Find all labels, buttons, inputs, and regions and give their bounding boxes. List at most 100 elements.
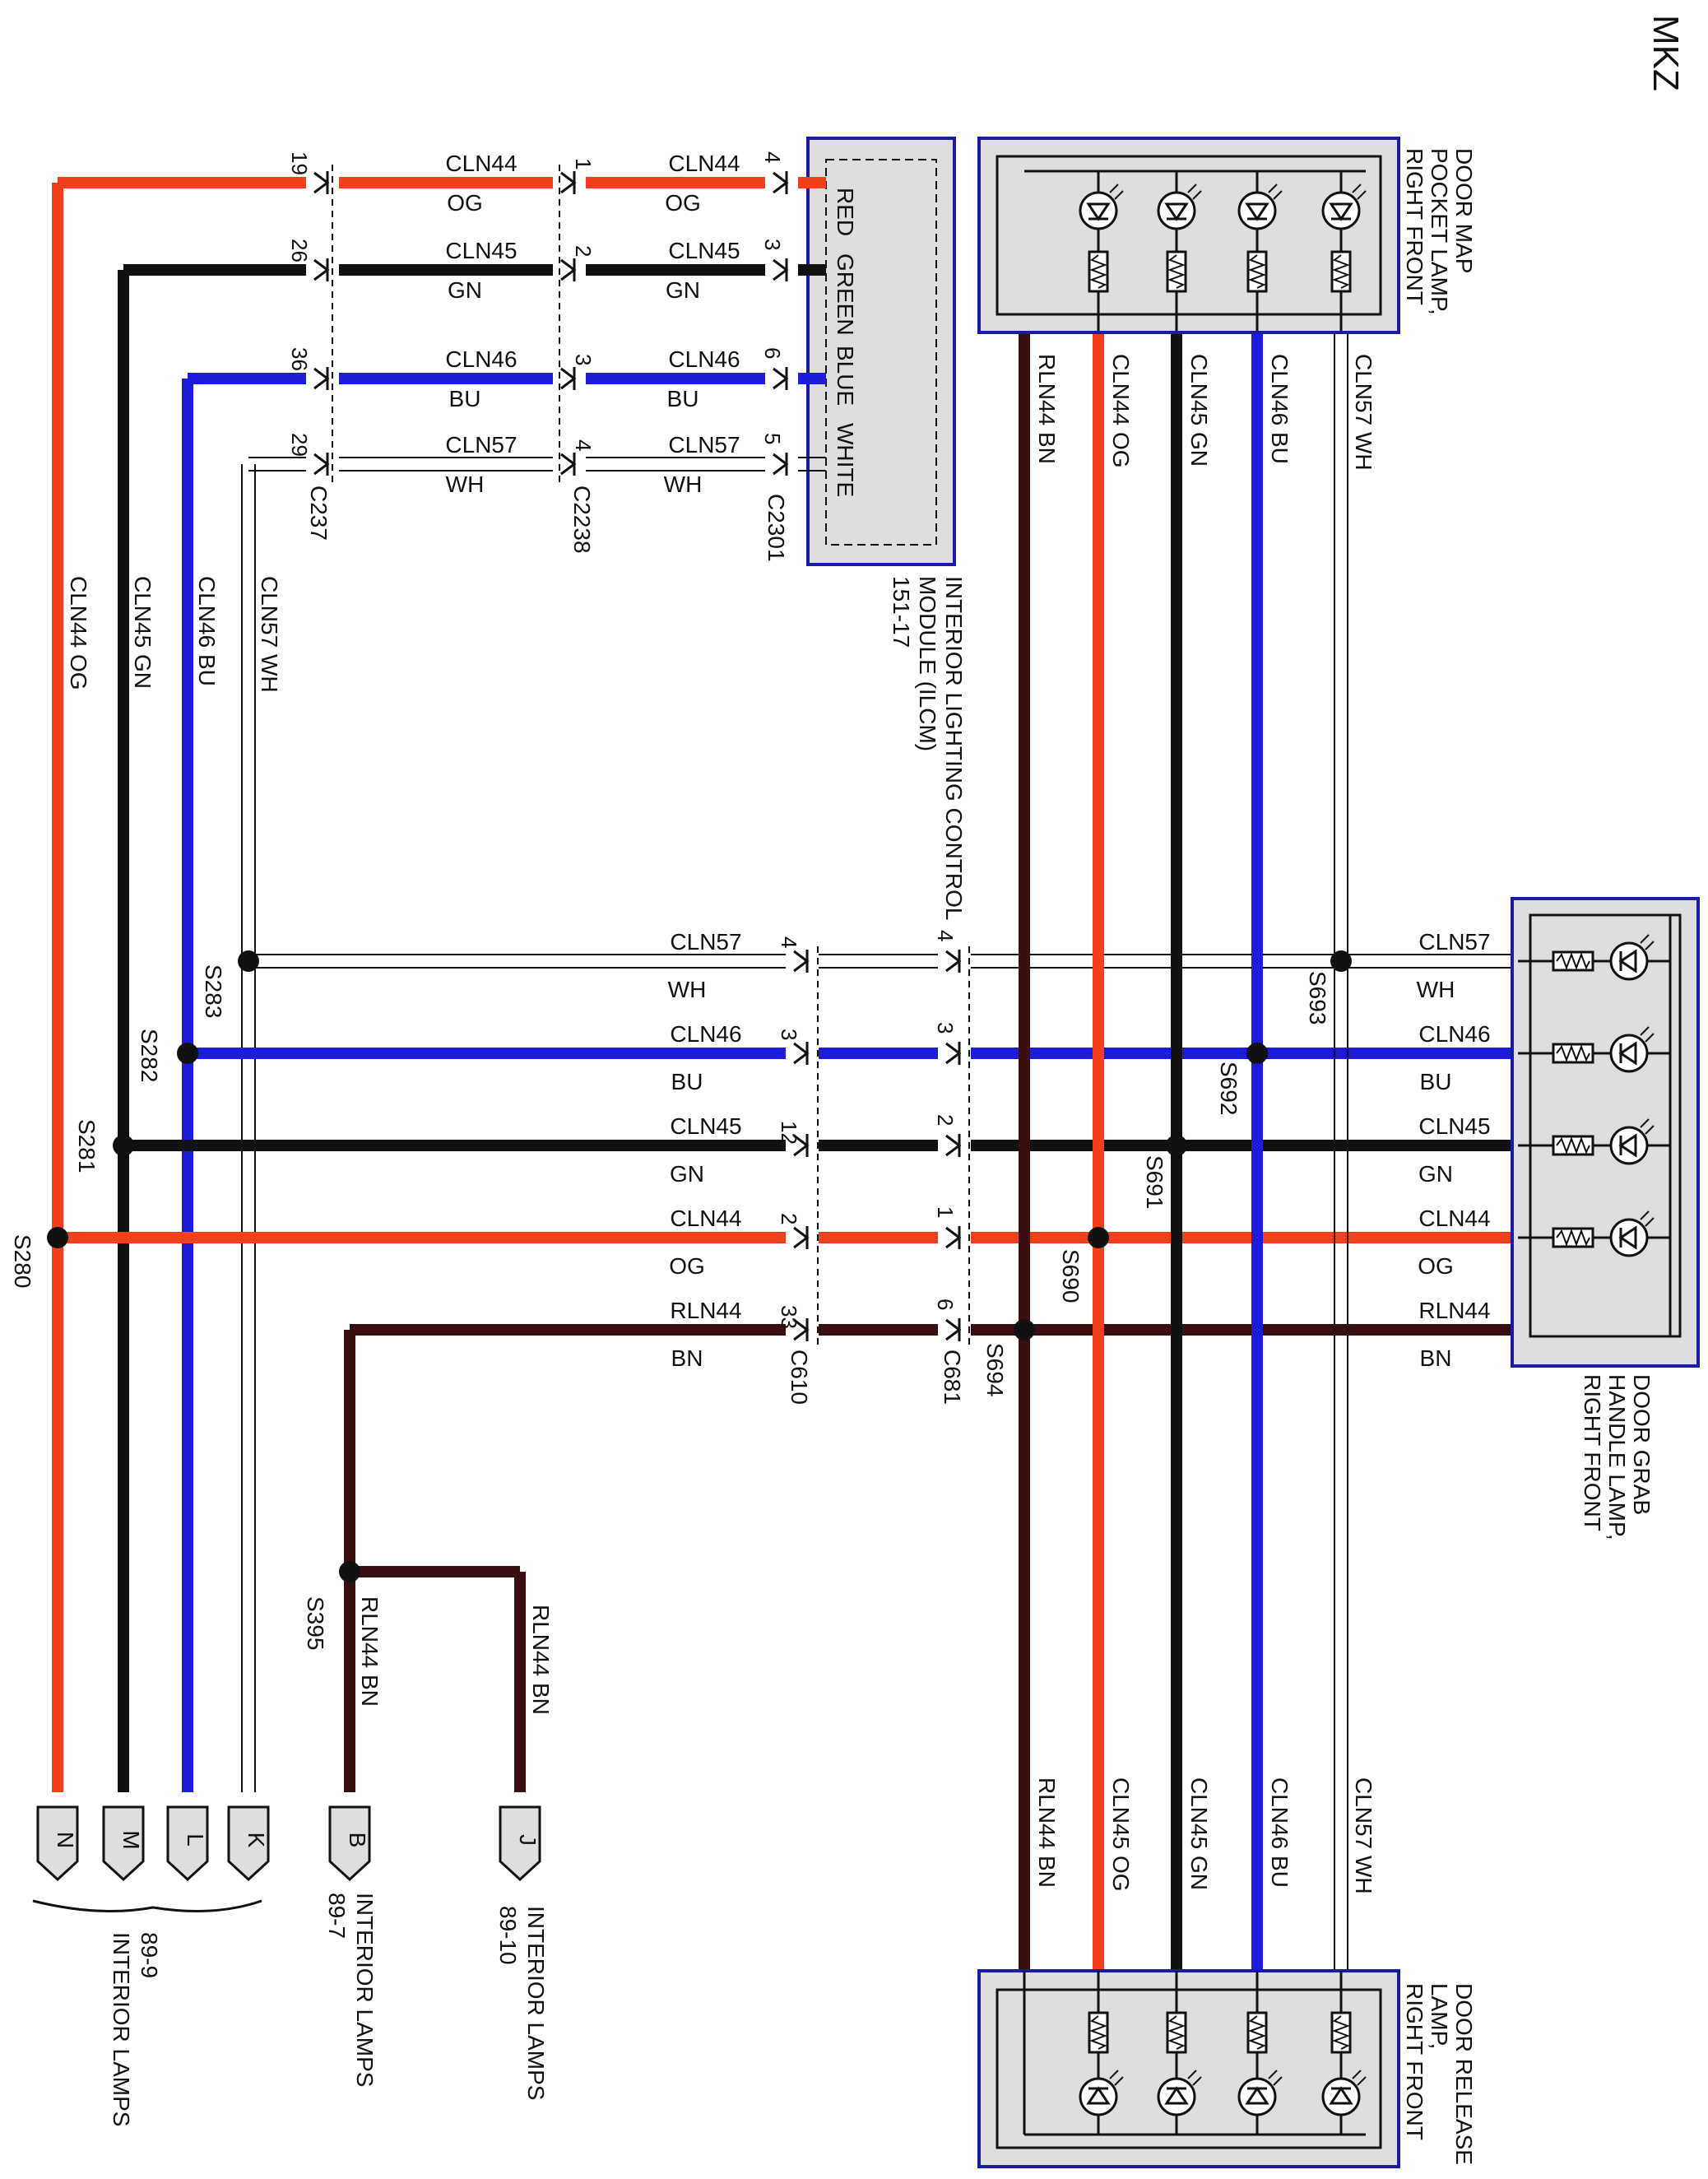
left-splice-dot bbox=[113, 1135, 134, 1156]
connector-c2238: C2238 bbox=[569, 486, 595, 554]
top-wire-segment bbox=[248, 457, 306, 472]
led-rays bbox=[1640, 1026, 1655, 1043]
c237-pin-number: 29 bbox=[287, 433, 312, 457]
led-symbol bbox=[1321, 2070, 1367, 2116]
led-rays bbox=[1640, 1210, 1655, 1227]
led-diode bbox=[1245, 2086, 1269, 2105]
led-rays bbox=[1640, 1118, 1655, 1135]
c2238-pin bbox=[553, 171, 586, 194]
led-diode bbox=[1618, 1133, 1637, 1158]
c2238-pin bbox=[553, 258, 586, 281]
led-diode bbox=[1329, 202, 1353, 221]
middle-circuit-label: RLN44 bbox=[670, 1298, 741, 1323]
c2301-pin-number: 5 bbox=[760, 433, 785, 444]
c681-pin-number: 6 bbox=[933, 1299, 958, 1310]
c681-pin-number: 4 bbox=[933, 930, 958, 941]
led-diode bbox=[1618, 1225, 1637, 1250]
c2301-pin bbox=[765, 453, 798, 476]
resistor-symbol bbox=[1552, 1135, 1594, 1156]
led-symbol bbox=[1609, 1026, 1655, 1073]
led-body bbox=[1237, 2077, 1277, 2116]
c610-pin bbox=[786, 1226, 819, 1249]
c681-pin-number: 2 bbox=[933, 1114, 958, 1126]
ilcm-pin-label: GREEN bbox=[833, 253, 858, 336]
c610-pin-number: 3 bbox=[777, 1029, 801, 1040]
led-diode bbox=[1618, 1041, 1637, 1066]
c237-pin bbox=[306, 171, 339, 194]
door-map-module-name: DOOR MAPPOCKET LAMP,RIGHT FRONT bbox=[1402, 148, 1477, 315]
middle-color-label: BN bbox=[671, 1345, 703, 1371]
label-line: LAMP, bbox=[1427, 1983, 1452, 2049]
door-grab-module-name: DOOR GRABHANDLE LAMP,RIGHT FRONT bbox=[1580, 1374, 1655, 1540]
c237-pin-number: 19 bbox=[287, 151, 312, 175]
terminal-shape bbox=[166, 1805, 209, 1882]
led-body bbox=[1079, 2077, 1118, 2116]
door-grab-module-name: DOOR GRABHANDLE LAMP,RIGHT FRONT bbox=[1580, 1374, 1655, 1540]
pin-gap bbox=[306, 260, 339, 280]
label-line: 89-9 bbox=[137, 1932, 162, 1978]
led-symbol bbox=[1237, 184, 1283, 230]
vertical-run-label: RLN44 BN bbox=[1034, 354, 1060, 464]
resistor-symbol bbox=[1330, 2011, 1352, 2054]
led-symbol bbox=[1157, 2070, 1202, 2116]
middle-wire-left bbox=[248, 954, 786, 969]
left-run-label: CLN45 GN bbox=[130, 576, 155, 689]
ilcm-pin-label: WHITE bbox=[833, 423, 858, 497]
resistor-zigzag bbox=[1556, 1229, 1590, 1247]
top-color-label: WH bbox=[664, 472, 703, 497]
led-symbol bbox=[1609, 934, 1655, 981]
resistor-zigzag bbox=[1089, 2015, 1107, 2050]
destination-label: 89-9INTERIOR LAMPS bbox=[109, 1932, 162, 2126]
led-body bbox=[1609, 941, 1649, 981]
label-line: RIGHT FRONT bbox=[1402, 148, 1427, 305]
resistor-symbol bbox=[1166, 250, 1187, 293]
top-circuit-label: CLN44 bbox=[668, 151, 740, 176]
c2238-pin-number: 1 bbox=[571, 158, 596, 170]
top-color-label: OG bbox=[665, 190, 701, 216]
led-symbol bbox=[1079, 2070, 1124, 2116]
right-circuit-label: CLN45 bbox=[1418, 1113, 1490, 1139]
label-line: 89-7 bbox=[324, 1893, 350, 1939]
right-color-label: WH bbox=[1417, 977, 1455, 1002]
terminal-J: J bbox=[499, 1805, 541, 1882]
c2238-pin bbox=[553, 367, 586, 390]
ilcm-pin-label: BLUE bbox=[833, 346, 858, 406]
left-splice-label: S280 bbox=[10, 1234, 35, 1288]
right-color-label: GN bbox=[1418, 1161, 1453, 1187]
led-diode bbox=[1086, 2086, 1111, 2105]
terminal-letter: M bbox=[118, 1830, 144, 1849]
top-wire-segment bbox=[586, 457, 765, 472]
led-symbol bbox=[1321, 184, 1367, 230]
vertical-run-label: CLN44 OG bbox=[1108, 354, 1134, 468]
led-rays bbox=[1352, 184, 1367, 200]
resistor-zigzag bbox=[1332, 2015, 1350, 2050]
led-body bbox=[1237, 191, 1277, 230]
led-body bbox=[1609, 1034, 1649, 1073]
pin-gap bbox=[553, 260, 586, 280]
c2301-pin-number: 3 bbox=[760, 239, 785, 250]
label-line: RIGHT FRONT bbox=[1580, 1374, 1605, 1531]
led-diode bbox=[1329, 2086, 1353, 2105]
c610-pin-number: 12 bbox=[777, 1121, 801, 1145]
top-color-label: WH bbox=[446, 472, 485, 497]
door-release-module-name: DOOR RELEASELAMP,RIGHT FRONT bbox=[1402, 1983, 1477, 2165]
top-color-label: OG bbox=[447, 190, 483, 216]
middle-color-label: GN bbox=[670, 1161, 704, 1187]
c610-pin bbox=[786, 1318, 819, 1341]
top-circuit-label: CLN45 bbox=[445, 238, 517, 263]
top-circuit-label: CLN45 bbox=[668, 238, 740, 263]
left-splice-dot bbox=[238, 950, 259, 972]
connector-c610: C610 bbox=[787, 1350, 812, 1405]
led-diode bbox=[1086, 202, 1111, 221]
led-symbol bbox=[1157, 184, 1202, 230]
c681-pin bbox=[938, 1134, 971, 1157]
rln44-run-label: RLN44 BN bbox=[528, 1605, 554, 1715]
led-rays bbox=[1352, 2070, 1367, 2086]
middle-color-label: OG bbox=[669, 1253, 705, 1279]
right-color-label: OG bbox=[1418, 1253, 1454, 1279]
left-vertical-wire bbox=[241, 464, 256, 1792]
c237-pin-number: 26 bbox=[287, 239, 312, 263]
connector-c681: C681 bbox=[940, 1350, 965, 1405]
c681-pin bbox=[938, 950, 971, 973]
terminal-brace bbox=[32, 1899, 262, 1912]
